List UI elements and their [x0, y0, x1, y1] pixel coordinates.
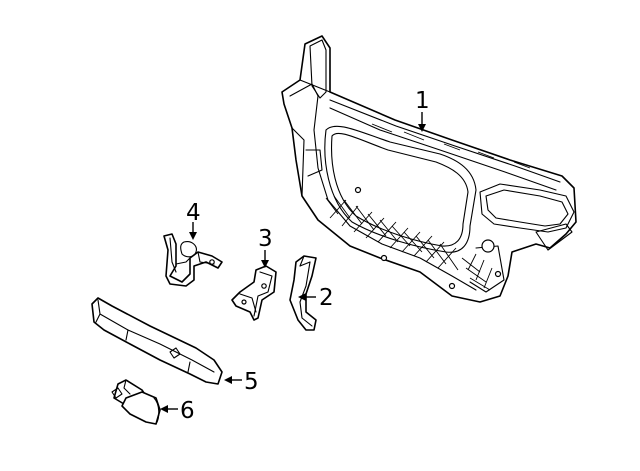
callout-labels: 1 2 3 4 5 6 [180, 88, 430, 424]
callout-6: 6 [180, 398, 195, 424]
part-6-connector [111, 379, 161, 425]
arrowhead-6 [160, 405, 168, 413]
callout-4: 4 [186, 200, 201, 226]
arrowhead-2 [298, 293, 306, 301]
arrowhead-5 [224, 376, 232, 384]
callout-1: 1 [415, 88, 430, 114]
arrowhead-1 [418, 124, 426, 132]
arrowhead-3 [261, 260, 269, 268]
part-2-bracket [289, 255, 317, 331]
part-3-bracket [231, 265, 277, 321]
part-4-latch-bracket [163, 233, 223, 287]
callout-5: 5 [244, 369, 259, 395]
part-5-deflector-strip [91, 297, 223, 385]
arrowhead-4 [189, 232, 197, 240]
callout-3: 3 [258, 226, 273, 252]
callout-2: 2 [319, 285, 334, 311]
leader-lines [160, 112, 426, 413]
part-1-radiator-support [281, 35, 577, 303]
